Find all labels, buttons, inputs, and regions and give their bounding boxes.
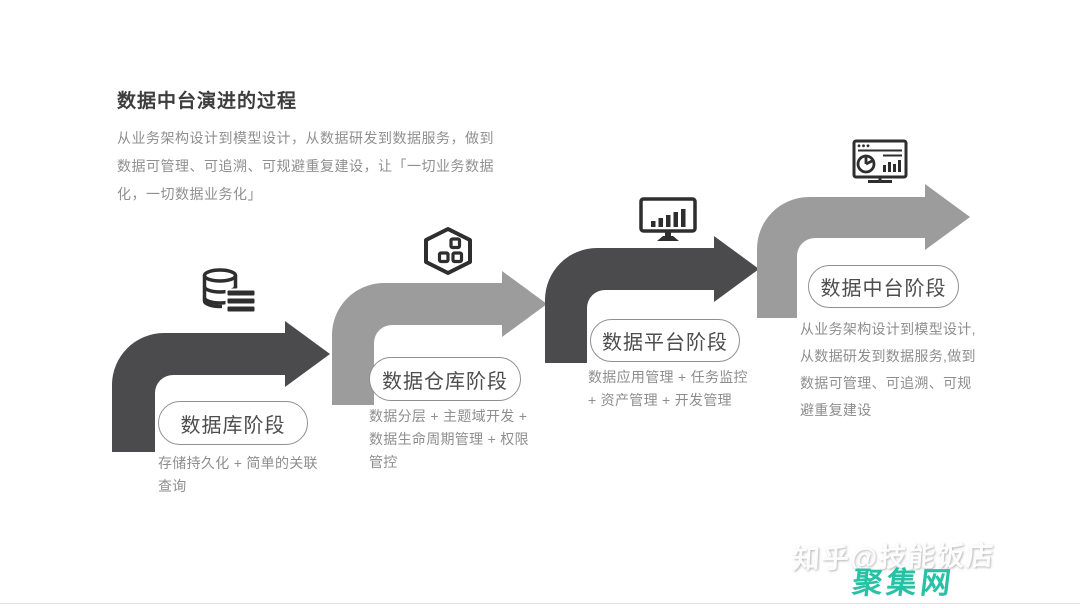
stage-label: 数据中台阶段	[820, 278, 947, 300]
stage-description-database: 存储持久化 + 简单的关联查询	[158, 455, 318, 494]
dashboard-icon	[852, 139, 908, 185]
arrow-stage-4	[757, 184, 970, 318]
stage-label: 数据库阶段	[180, 414, 286, 437]
arrow-stage-3	[545, 236, 759, 363]
site-watermark: 聚集网	[850, 567, 957, 600]
stage-label: 数据仓库阶段	[382, 370, 508, 393]
stage-pill-warehouse: 数据仓库阶段	[369, 357, 521, 401]
hexagon-modules-icon	[422, 227, 474, 275]
stage-description-warehouse: 数据分层 + 主题域开发 + 数据生命周期管理 + 权限管控	[369, 408, 529, 470]
monitor-barchart-icon	[639, 197, 697, 245]
stage-pill-database: 数据库阶段	[158, 401, 308, 445]
page-title: 数据中台演进的过程	[117, 91, 298, 112]
stage-pill-middle-platform: 数据中台阶段	[808, 265, 959, 308]
arrow-stage-1	[112, 321, 330, 452]
database-icon	[199, 268, 257, 316]
stage-label: 数据平台阶段	[602, 332, 728, 354]
stage-description-platform: 数据应用管理 + 任务监控 + 资产管理 + 开发管理	[588, 369, 748, 408]
arrow-stage-2	[332, 271, 547, 405]
stage-pill-platform: 数据平台阶段	[590, 319, 740, 362]
stage-description-middle-platform: 从业务架构设计到模型设计,从数据研发到数据服务,做到数据可管理、可追溯、可规避重…	[800, 321, 976, 418]
page-subtitle: 从业务架构设计到模型设计，从数据研发到数据服务，做到数据可管理、可追溯、可规避重…	[117, 130, 494, 202]
bottom-divider	[0, 603, 1080, 604]
